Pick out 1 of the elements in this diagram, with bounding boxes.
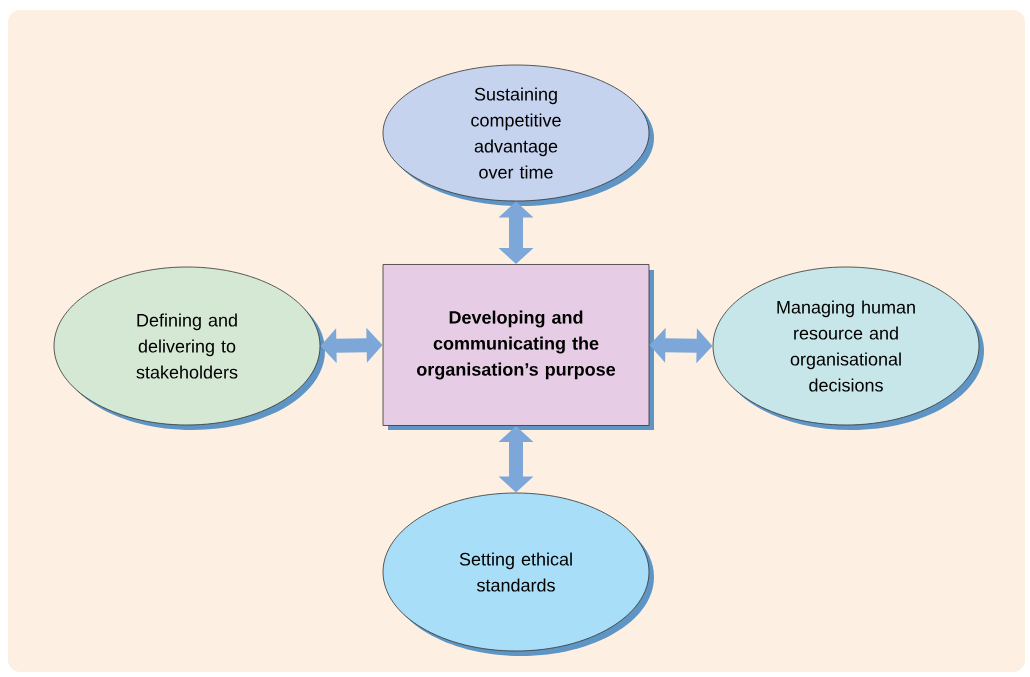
process-box: Developing and communicating the organisation’s purpose xyxy=(382,264,654,430)
